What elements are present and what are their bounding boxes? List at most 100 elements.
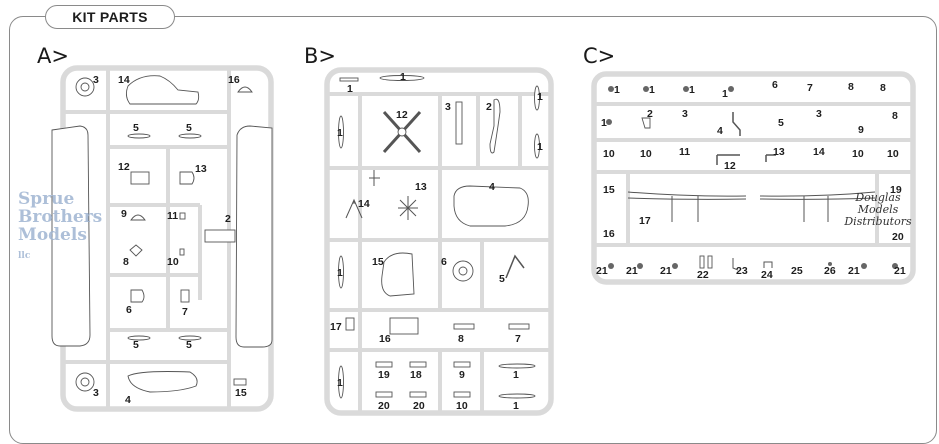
part-number: 8 xyxy=(123,256,129,268)
part-number: 3 xyxy=(682,108,688,120)
part-number: 17 xyxy=(639,215,651,227)
part-number: 11 xyxy=(167,210,178,222)
part-number: 1 xyxy=(337,377,343,389)
part-number: 1 xyxy=(537,91,543,103)
part-number: 26 xyxy=(824,265,836,277)
part-number: 10 xyxy=(456,400,468,412)
part-number: 4 xyxy=(717,125,723,137)
part-number: 2 xyxy=(647,108,653,120)
part-number: 7 xyxy=(515,333,521,345)
part-number: 10 xyxy=(640,148,652,160)
part-number: 18 xyxy=(410,369,422,381)
part-number: 1 xyxy=(722,88,728,100)
part-number: 21 xyxy=(626,265,638,277)
part-number: 9 xyxy=(858,124,864,136)
part-number: 7 xyxy=(182,306,188,318)
sprue-b-title: B> xyxy=(304,44,337,68)
part-number: 3 xyxy=(93,387,99,399)
part-number: 15 xyxy=(372,256,384,268)
watermark-logo: Sprue Brothers Models llc xyxy=(18,189,103,261)
part-number: 6 xyxy=(126,304,132,316)
part-number: 23 xyxy=(736,265,748,277)
part-number: 20 xyxy=(892,231,904,243)
part-number: 15 xyxy=(603,184,615,196)
part-number: 15 xyxy=(235,387,247,399)
part-number: 17 xyxy=(330,321,342,333)
part-number: 5 xyxy=(499,273,505,285)
section-title: KIT PARTS xyxy=(45,5,175,29)
part-number: 12 xyxy=(118,161,130,173)
part-number: 5 xyxy=(186,122,192,134)
sprue-c-labels: 1 1 1 1 6 7 8 8 1 2 3 4 5 3 9 8 10 10 11… xyxy=(596,79,906,281)
part-number: 21 xyxy=(596,265,608,277)
part-number: 8 xyxy=(848,81,854,93)
part-number: 1 xyxy=(337,127,343,139)
part-number: 1 xyxy=(537,141,543,153)
part-number: 2 xyxy=(486,101,492,113)
part-number: 5 xyxy=(133,122,139,134)
part-number: 14 xyxy=(118,74,130,86)
part-number: 16 xyxy=(603,228,615,240)
part-number: 1 xyxy=(513,400,519,412)
part-number: 13 xyxy=(773,146,785,158)
part-number: 16 xyxy=(379,333,391,345)
part-number: 4 xyxy=(489,181,495,193)
part-number: 21 xyxy=(848,265,860,277)
part-number: 16 xyxy=(228,74,240,86)
part-number: 21 xyxy=(660,265,672,277)
part-number: 11 xyxy=(679,146,690,158)
part-number: 10 xyxy=(887,148,899,160)
part-number: 3 xyxy=(816,108,822,120)
part-number: 8 xyxy=(880,82,886,94)
part-number: 21 xyxy=(894,265,906,277)
part-number: 1 xyxy=(513,369,519,381)
sprue-b-labels: 1 1 1 12 3 2 1 1 13 14 4 1 15 6 5 17 16 … xyxy=(330,71,543,412)
sprue-c-title: C> xyxy=(583,44,616,68)
part-number: 5 xyxy=(186,339,192,351)
part-number: 19 xyxy=(890,184,902,196)
part-number: 14 xyxy=(358,198,370,210)
part-number: 22 xyxy=(697,269,709,281)
part-number: 8 xyxy=(458,333,464,345)
part-number: 5 xyxy=(133,339,139,351)
part-number: 9 xyxy=(459,369,465,381)
part-number: 25 xyxy=(791,265,803,277)
part-number: 6 xyxy=(772,79,778,91)
part-number: 24 xyxy=(761,269,773,281)
part-number: 10 xyxy=(852,148,864,160)
part-number: 8 xyxy=(892,110,898,122)
part-number: 12 xyxy=(724,160,736,172)
part-number: 7 xyxy=(807,82,813,94)
part-number: 19 xyxy=(378,369,390,381)
part-number: 20 xyxy=(413,400,425,412)
sprue-c: 1 1 1 1 6 7 8 8 1 2 3 4 5 3 9 8 10 10 11… xyxy=(591,71,916,285)
sprue-c-markers xyxy=(606,86,898,269)
part-number: 1 xyxy=(689,84,695,96)
part-number: 6 xyxy=(441,256,447,268)
distributor-watermark: Douglas Models Distributors xyxy=(844,191,912,228)
part-number: 5 xyxy=(778,117,784,129)
part-number: 4 xyxy=(125,394,131,406)
part-number: 9 xyxy=(121,208,127,220)
part-number: 3 xyxy=(445,101,451,113)
part-number: 1 xyxy=(347,83,353,95)
part-number: 2 xyxy=(225,213,231,225)
part-number: 20 xyxy=(378,400,390,412)
sprue-a-title: A> xyxy=(37,44,69,68)
part-number: 1 xyxy=(614,84,620,96)
sprue-a: 3 14 16 5 5 12 13 9 11 2 8 10 6 7 5 5 3 … xyxy=(51,65,274,412)
part-number: 3 xyxy=(93,74,99,86)
part-number: 1 xyxy=(601,117,607,129)
part-number: 10 xyxy=(603,148,615,160)
sprue-b: 1 1 1 12 3 2 1 1 13 14 4 1 15 6 5 17 16 … xyxy=(324,67,554,416)
part-number: 1 xyxy=(400,71,406,83)
part-number: 10 xyxy=(167,256,179,268)
part-number: 1 xyxy=(649,84,655,96)
part-number: 12 xyxy=(396,109,408,121)
part-number: 13 xyxy=(415,181,427,193)
part-number: 14 xyxy=(813,146,825,158)
part-number: 13 xyxy=(195,163,207,175)
sprue-a-labels: 3 14 16 5 5 12 13 9 11 2 8 10 6 7 5 5 3 … xyxy=(93,74,247,406)
part-number: 1 xyxy=(337,267,343,279)
